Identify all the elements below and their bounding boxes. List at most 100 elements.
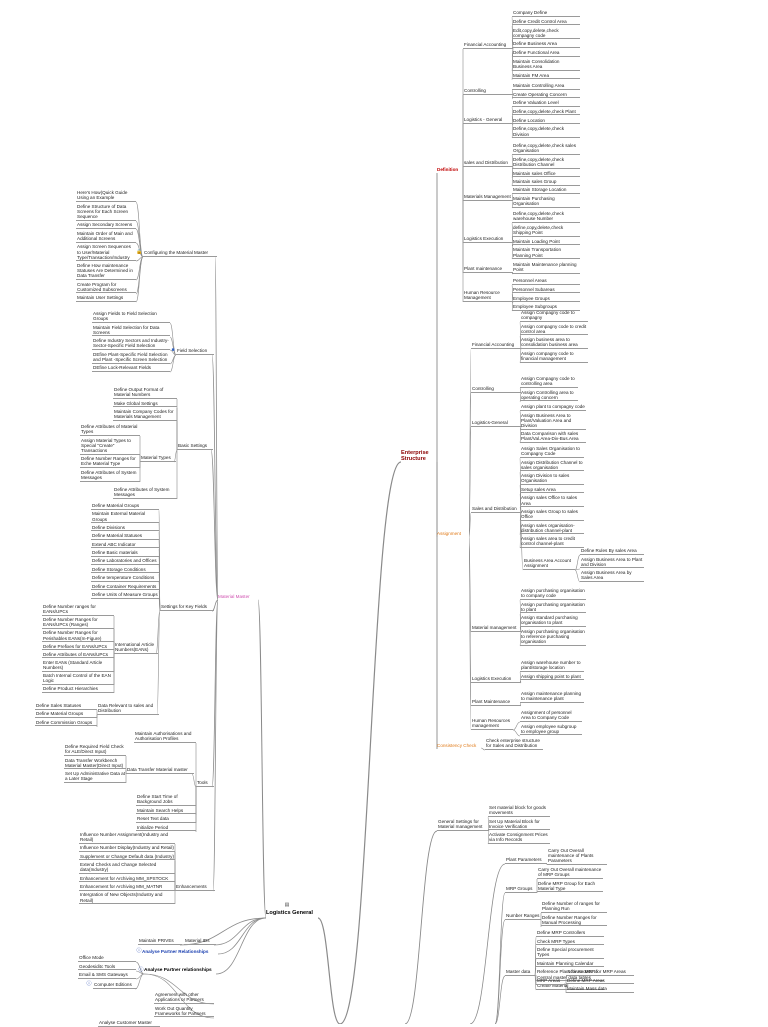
computer-editions[interactable]: Computer Editions (93, 982, 137, 989)
leaf-create-program-for-customized-subscreens[interactable]: Create Program for Customized Subscreens (76, 282, 136, 294)
leaf-maintain-maintenance-planning-point[interactable]: Maintain Maintenance planning Point (512, 262, 580, 274)
leaf-define-business-area[interactable]: Define Business Area (512, 41, 580, 48)
leaf-maintain-search-helps[interactable]: Maintain Search Helps (136, 808, 196, 815)
leaf-assign-secondary-screens[interactable]: Assign Secondary Screens (76, 222, 136, 229)
leaf-define-number-ranges-for-perishables-ean[interactable]: Define Number Ranges for Perishables EAN… (42, 630, 114, 643)
leaf-maintain-controlling-area[interactable]: Maintain Controlling Area (512, 83, 580, 90)
leaf-maintain-order-of-main-and-additional-sc[interactable]: Maintain Order of Main and Additional Sc… (76, 231, 136, 243)
leaf-assign-business-area-to-plant-and-divisi[interactable]: Assign Business Area to Plant and Divisi… (580, 556, 644, 569)
leaf-define-mrp-group-for-each-material-type[interactable]: Define MRP Group for Each Material Type (537, 881, 603, 893)
leaf-intergration-of-new-objects-industry-and[interactable]: Intergration of New Objects(Industry and… (79, 892, 175, 905)
leaf-check-mrp-types[interactable]: Check MRP Types (536, 939, 604, 946)
leaf-enter-eans-standard-article-numbers[interactable]: Enter EANs (Standard Article Numbers) (42, 660, 114, 672)
leaf-define-special-procurement-types[interactable]: Define Special procurement Types (536, 947, 604, 959)
leaf-employee-groups[interactable]: Employee Groups (512, 296, 580, 303)
leaf-define-functional-area[interactable]: Define Functional Area (512, 50, 580, 57)
business-area-account-assignment[interactable]: Business Area Account Assignment (523, 558, 575, 570)
leaf-define-valuation-level[interactable]: Define Valuation Level (512, 100, 580, 107)
leaf-agreement-with-other-applications-or-par[interactable]: Agreement with other Applications or Par… (154, 992, 214, 1004)
leaf-email-sms-gateways[interactable]: Email & SMS Gateways (78, 972, 136, 979)
leaf-carry-out-overall-maintenance-of-plants-[interactable]: Carry Out Overall maintenance of Plants … (547, 848, 607, 865)
leaf-data-transfer-workbench-material-master-[interactable]: Data Transfer Workbench Material Master(… (64, 758, 126, 770)
leaf-reset-text-data[interactable]: Reset Text data (136, 816, 196, 823)
leaf-define-basic-materials[interactable]: Define Basic materials (91, 550, 159, 557)
leaf-maintain-user-settings[interactable]: Maintain User Settings (76, 295, 136, 302)
leaf-create-material[interactable]: Create Material (536, 983, 604, 990)
asg-group-financial-accounting[interactable]: Financial Accounting (471, 342, 521, 349)
def-group-financial-accounting[interactable]: Financial Accounting (463, 42, 513, 49)
leaf-maintain-mass-data[interactable]: Maintain Mass data (566, 986, 634, 993)
logistics-general-node[interactable]: Logistics General (266, 910, 313, 916)
def-group-plant-maintenance[interactable]: Plant maintenance (463, 266, 513, 273)
material-master-node[interactable]: Material Master (218, 594, 250, 599)
leaf-check-enterprise-structure-for-sales-and[interactable]: Check enterprise structure for Sales and… (485, 738, 543, 750)
leaf-assign-business-area-by-sales-area[interactable]: Assign Business Area by Sales Area (580, 570, 644, 582)
leaf-geodesiditc-tools[interactable]: Geodesiditc Tools (78, 964, 136, 971)
leaf-assign-division-to-sales-organisation[interactable]: Assign Division to sales Organisation (520, 473, 584, 485)
basic-settings[interactable]: Basic Settings (177, 443, 213, 450)
leaf-define-lock-relevant-fields[interactable]: DEfine Lock-Relevant Fields (92, 365, 170, 372)
partner-relationships-analyse[interactable]: Analyse Partner relationships (144, 968, 212, 973)
def-group-human-resource-management[interactable]: Human Resource Management (463, 290, 513, 302)
leaf-define-copy-delete-check-division[interactable]: Define,copy,delete,check Division (512, 126, 580, 139)
leaf-assign-maintenance-planning-to-maintenan[interactable]: Assign maintenance planning to maintenan… (520, 691, 584, 703)
leaf-maintain-storage-location[interactable]: Maintain Storage Location (512, 187, 580, 194)
leaf-define-material-statuses[interactable]: Define Material Statuses (91, 533, 159, 540)
leaf-define-copy-delete-check-distribution-ch[interactable]: Define,copy,delete,check Distribution Ch… (512, 157, 580, 169)
leaf-assign-compagny-code-to-financial-manage[interactable]: Assign compagny code to financial manage… (520, 351, 588, 363)
leaf-set-up-material-block-for-invoice-verifi[interactable]: Set Up Material Block for Invoice Verifi… (488, 819, 550, 831)
leaf-define-required-field-check-for-ale-dire[interactable]: Define Required Field Check for ALE/Dire… (64, 744, 126, 756)
leaf-initialize-period[interactable]: Initialize Period (136, 825, 196, 832)
leaf-define-temperature-conditions[interactable]: Define temperature Conditions (91, 575, 159, 582)
leaf-activate-consignment-prices-via-info-rec[interactable]: Activate Consignment Prices via Info Rec… (488, 832, 550, 844)
data-relevant-sd[interactable]: Data Relevant to sales and Distribution (97, 703, 159, 715)
material-ids[interactable]: Material IDs (184, 938, 216, 945)
leaf-work-out-quantity-frameworks-for-partner[interactable]: Work Out Quantity Frameworks for Partner… (154, 1006, 214, 1018)
leaf-here-s-how-quick-guide-using-an-example[interactable]: Here's How(Quick Guide Using an Example (76, 190, 136, 202)
leaf-assign-distribution-channel-to-sales-org[interactable]: Assign Distribution Channel to sales org… (520, 459, 584, 472)
leaf-define-laboratories-and-offices[interactable]: Define Laboratories and Offices (91, 558, 159, 565)
asg-group-logistics-general[interactable]: Logistics-General (471, 420, 521, 427)
leaf-extend-checks-and-change-selected-data-i[interactable]: Extend Checks and Change Selected data(I… (79, 862, 175, 874)
leaf-batch-internal-control-of-the-ean-logic[interactable]: Batch Internal Control of the EAN Logic (42, 673, 114, 685)
leaf-define-copy-delete-check-plant[interactable]: Define,copy,delete,check Plant (512, 109, 580, 116)
partner-relationships[interactable]: Analyse Partner Relationships (142, 949, 209, 954)
leaf-define-attributes-of-system-messages[interactable]: Define Attributes of System Messages (113, 487, 177, 499)
leaf-define-divisions[interactable]: Define Divisions (91, 525, 159, 532)
leaf-maintain-external-material-groups[interactable]: Maintain External Material Groups (91, 511, 159, 524)
def-group-logistics-execution[interactable]: Logistics Execution (463, 236, 513, 243)
leaf-maintain-sales-office[interactable]: Maintain sales Office (512, 171, 580, 178)
leaf-define-container-requirements[interactable]: Define Container Requirements (91, 584, 159, 591)
asg-group-material-management[interactable]: Material management (471, 625, 521, 632)
leaf-assign-sales-organisation-to-compagny-co[interactable]: Assign Sales Organisation to Compagny Co… (520, 446, 584, 458)
leaf-define-product-hierarchies[interactable]: Define Product Hierarchies (42, 686, 114, 693)
leaf-define-number-ranges-for-manual-processi[interactable]: Define Number Ranges for Manual Processi… (541, 915, 607, 927)
leaf-assign-screen-sequences-to-user-material[interactable]: Assign Screen Sequences to User/Material… (76, 244, 136, 262)
leaf-define-industry-sectors-and-industry-sec[interactable]: Define Industry Sectors and Industry-Sec… (92, 338, 170, 350)
settings-for-key-fields[interactable]: Settings for Key Fields (160, 604, 214, 611)
leaf-define-attributes-of-eans-upcs[interactable]: Define Attributes of EANs/UPCs (42, 652, 114, 659)
leaf-maintain-transportation-planning-point[interactable]: Maintain Transportation Planning Point (512, 247, 580, 260)
leaf-assign-sales-office-to-sales-area[interactable]: Assign sales Office to sales Area (520, 495, 584, 508)
leaf-enhancement-for-archiving-mm-matnr[interactable]: Enhancement for Archiving MM_MATNR (79, 884, 175, 891)
leaf-define-number-ranges-for-eans-upcs[interactable]: Define Number ranges for EANs/UPCs (42, 604, 114, 616)
leaf-maintain-planning-calendar[interactable]: Maintain Planning Calendar (536, 961, 604, 968)
leaf-define-how-maintenance-statuses-are-dete[interactable]: Define How maintenance Statuses Are Dete… (76, 263, 136, 280)
leaf-personnel-subareas[interactable]: Personnel Subareas (512, 287, 580, 294)
leaf-data-comparison-with-sales-plant-val-are[interactable]: Data Comparison with sales Plant/Val.Are… (520, 431, 586, 443)
leaf-define-output-format-of-material-numbers[interactable]: Define Output Format of Material Numbers (113, 387, 177, 399)
leaf-define-number-ranges-for-eans-upcs-range[interactable]: Define Number Ranges for EANs/UPCs (Rang… (42, 617, 114, 629)
leaf-create-operating-concern[interactable]: Create Operating Concern (512, 92, 580, 99)
enhancements[interactable]: Enhancements (175, 884, 215, 891)
leaf-make-global-settings[interactable]: Make Global Settings (113, 401, 177, 408)
leaf-assign-sales-area-to-credit-control-chan[interactable]: Assign sales area to credit control chan… (520, 536, 584, 548)
leaf-assign-warehouse-number-to-plant-storage[interactable]: Assign warehouse number to plant/storage… (520, 660, 584, 672)
analyse-customer-master[interactable]: Analyse Customer Master (98, 1020, 160, 1027)
leaf-enhancement-for-archiving-mm-spstock[interactable]: Enhancement for Archiving MM_SPSTOCK (79, 876, 175, 883)
leaf-assign-employee-subgroup-to-employee-gro[interactable]: Assign employee subgroup to employee gro… (520, 724, 582, 736)
def-group-logistics-general[interactable]: Logistics - General (463, 117, 513, 124)
leaf-maintain-sales-group[interactable]: Maintain sales Group (512, 179, 580, 186)
leaf-define-attributes-of-material-types[interactable]: Define Attributes of Material Types (80, 424, 140, 436)
leaf-personnel-areas[interactable]: Personnel Areas (512, 278, 580, 285)
leaf-office-mode[interactable]: Office Mode (78, 955, 136, 962)
